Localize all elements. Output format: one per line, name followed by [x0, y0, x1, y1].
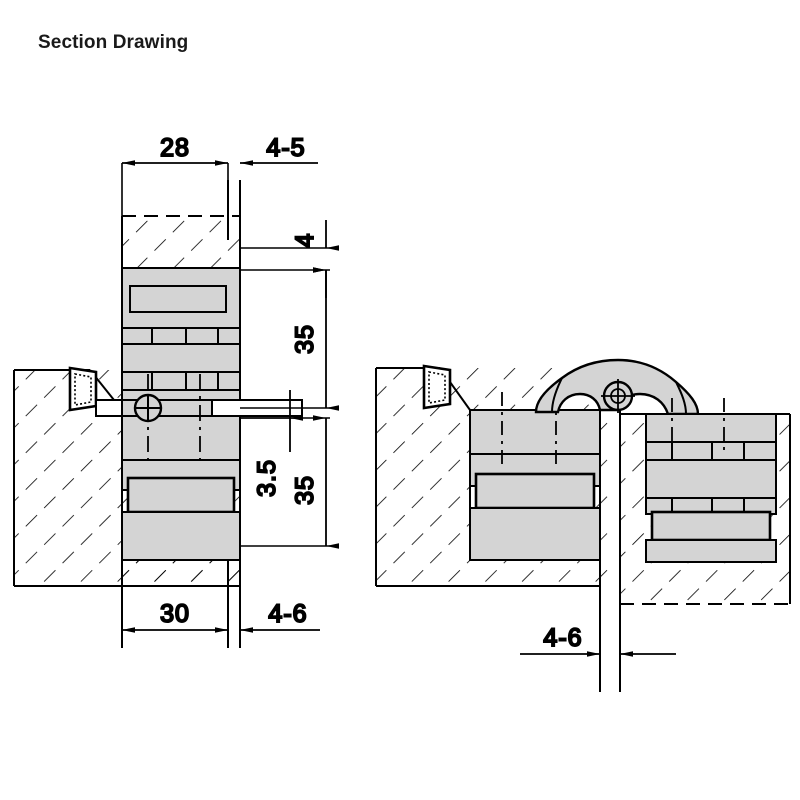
dimension-3-5: 3.5 [240, 390, 303, 498]
right-pivot-pin-center-mark [601, 379, 635, 413]
right-view-right-screw-centerlines [671, 398, 725, 452]
dimension-35-lower-label: 35 [291, 475, 319, 505]
right-view-left-hinge-cup [469, 409, 601, 561]
screw-axis-centerlines [147, 374, 201, 460]
page-title: Section Drawing [38, 32, 189, 53]
dimension-4-6-left-label: 4-6 [268, 600, 307, 628]
dimension-35-upper: 35 [240, 267, 339, 411]
dimension-28-label: 28 [160, 134, 190, 162]
right-section-view: 4-6 [375, 358, 791, 692]
dimension-4: 4 [240, 220, 339, 298]
dimension-4-6-right: 4-6 [520, 623, 676, 657]
right-gasket-seal-profile [422, 364, 452, 410]
left-section-view: 28 4-5 4 35 3.5 [13, 133, 339, 648]
dimension-28: 28 [121, 133, 229, 216]
dimension-4-6-right-label: 4-6 [543, 624, 582, 652]
dimension-3-5-label: 3.5 [253, 459, 281, 497]
dimension-4-5-label: 4-5 [266, 134, 305, 162]
right-hinge-arm-stack [645, 413, 777, 563]
dimension-4-6-left: 4-6 [240, 599, 320, 633]
dimension-30-label: 30 [160, 600, 190, 628]
dimension-35-lower: 35 [240, 415, 339, 549]
hinge-cup-body [121, 415, 241, 561]
dimension-4-label: 4 [291, 233, 319, 248]
lower-carcass-right [122, 559, 240, 586]
gasket-seal-profile [68, 366, 98, 412]
dimension-35-upper-label: 35 [291, 324, 319, 354]
dimension-30: 30 [122, 599, 228, 633]
dimension-4-5: 4-5 [240, 133, 318, 166]
hinge-upper-arm [121, 267, 241, 345]
